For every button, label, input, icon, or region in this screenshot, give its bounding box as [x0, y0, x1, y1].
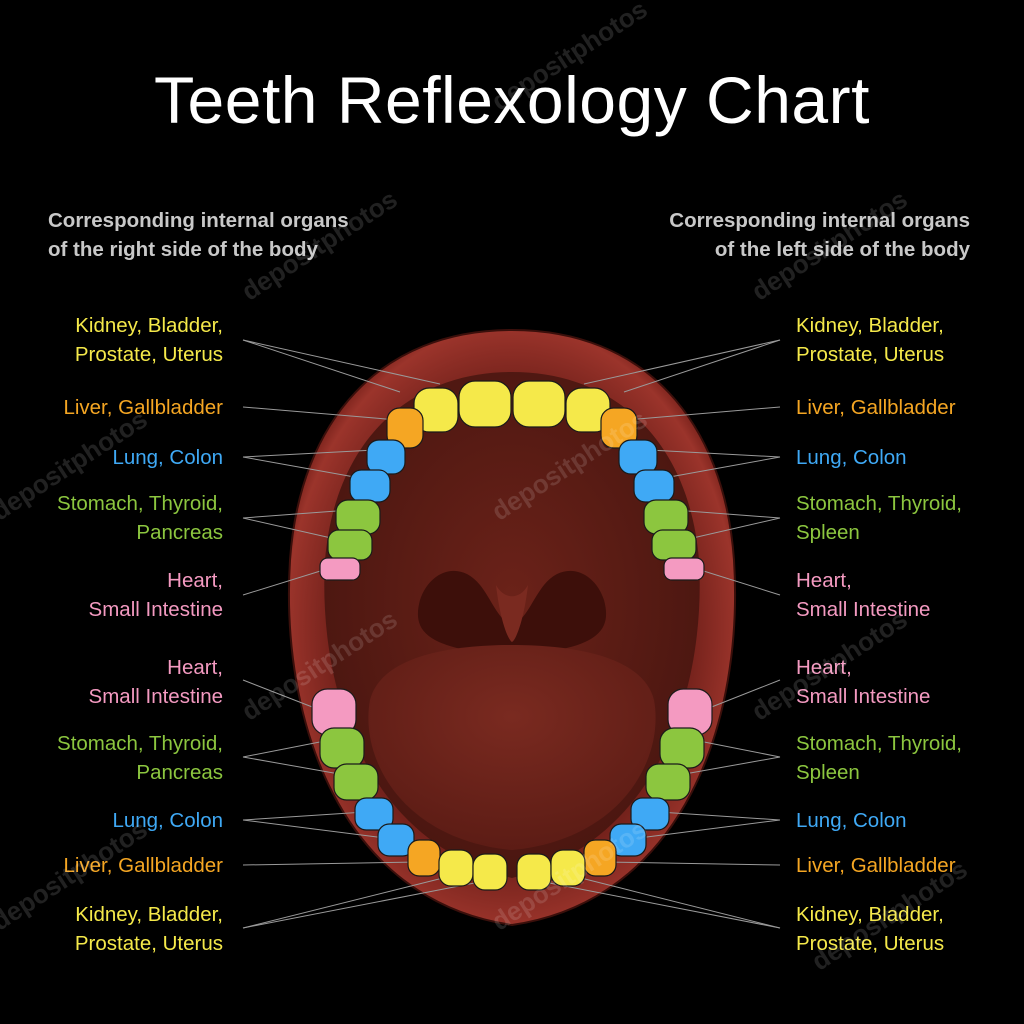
label-line: Stomach, Thyroid,	[796, 732, 962, 755]
label-liver-lower-left: Liver, Gallbladder	[796, 851, 956, 880]
tooth-upper-premolar-lung	[366, 439, 406, 475]
label-line: Stomach, Thyroid,	[796, 492, 962, 515]
label-line: Lung, Colon	[796, 446, 907, 469]
label-line: Heart,	[796, 569, 852, 592]
label-line: Heart,	[167, 569, 223, 592]
tongue	[368, 645, 656, 850]
label-heart-upper-left: Heart, Small Intestine	[796, 566, 930, 624]
tooth-lower-incisor-kidney	[516, 853, 552, 891]
label-line: Liver, Gallbladder	[796, 396, 956, 419]
tooth-lower-incisor-kidney	[550, 849, 586, 887]
label-lung-lower-left: Lung, Colon	[796, 806, 907, 835]
label-liver-upper-left: Liver, Gallbladder	[796, 393, 956, 422]
tooth-lower-premolar-lung	[377, 823, 415, 857]
label-line: Prostate, Uterus	[796, 343, 945, 366]
label-stomach-lower-right: Stomach, Thyroid, Pancreas	[57, 729, 223, 787]
label-line: Small Intestine	[88, 598, 223, 621]
label-kidney-upper-right: Kidney, Bladder, Prostate, Uterus	[75, 311, 223, 369]
right-side-heading: Corresponding internal organs of the rig…	[48, 206, 388, 264]
tooth-lower-canine-liver	[583, 839, 617, 877]
tooth-upper-wisdom-heart	[319, 557, 361, 581]
tooth-lower-molar-stomach	[319, 727, 365, 769]
uvula	[496, 585, 528, 642]
label-heart-lower-right: Heart, Small Intestine	[89, 653, 223, 711]
label-liver-lower-right: Liver, Gallbladder	[63, 851, 223, 880]
tooth-lower-incisor-kidney	[472, 853, 508, 891]
label-lung-lower-right: Lung, Colon	[112, 806, 223, 835]
label-line: Pancreas	[136, 761, 223, 784]
label-line: Kidney, Bladder,	[796, 903, 944, 926]
label-line: Lung, Colon	[112, 446, 223, 469]
label-kidney-lower-right: Kidney, Bladder, Prostate, Uterus	[75, 900, 223, 958]
label-line: Liver, Gallbladder	[796, 854, 956, 877]
left-side-heading: Corresponding internal organs of the lef…	[630, 206, 970, 264]
label-line: Liver, Gallbladder	[63, 854, 223, 877]
label-line: Kidney, Bladder,	[796, 314, 944, 337]
label-lung-upper-right: Lung, Colon	[112, 443, 223, 472]
tooth-upper-molar-stomach	[643, 499, 689, 535]
tooth-lower-molar-stomach	[659, 727, 705, 769]
label-line: Lung, Colon	[112, 809, 223, 832]
tooth-lower-molar-stomach	[333, 763, 379, 801]
tooth-lower-incisor-kidney	[438, 849, 474, 887]
tooth-lower-premolar-lung	[609, 823, 647, 857]
label-line: Prostate, Uterus	[796, 932, 945, 955]
heading-line: of the right side of the body	[48, 238, 318, 261]
teeth	[311, 380, 713, 891]
label-liver-upper-right: Liver, Gallbladder	[63, 393, 223, 422]
label-lung-upper-left: Lung, Colon	[796, 443, 907, 472]
chart-title: Teeth Reflexology Chart	[154, 63, 870, 137]
label-heart-upper-right: Heart, Small Intestine	[89, 566, 223, 624]
label-kidney-lower-left: Kidney, Bladder, Prostate, Uterus	[796, 900, 944, 958]
label-line: Pancreas	[136, 521, 223, 544]
label-line: Liver, Gallbladder	[63, 396, 223, 419]
tooth-upper-premolar-lung	[349, 469, 391, 503]
tooth-upper-incisor-kidney	[458, 380, 512, 428]
tooth-lower-premolar-lung	[630, 797, 670, 831]
tooth-upper-molar-stomach	[335, 499, 381, 535]
heading-line: of the left side of the body	[714, 238, 970, 261]
label-line: Kidney, Bladder,	[75, 314, 223, 337]
label-line: Heart,	[796, 656, 852, 679]
label-line: Spleen	[796, 521, 860, 544]
tooth-lower-molar-stomach	[645, 763, 691, 801]
tooth-upper-incisor-kidney	[512, 380, 566, 428]
label-line: Stomach, Thyroid,	[57, 732, 223, 755]
label-line: Lung, Colon	[796, 809, 907, 832]
label-line: Spleen	[796, 761, 860, 784]
label-line: Heart,	[167, 656, 223, 679]
label-line: Prostate, Uterus	[74, 932, 223, 955]
leader-lines	[242, 339, 781, 929]
heading-line: Corresponding internal organs	[669, 209, 970, 232]
label-line: Kidney, Bladder,	[75, 903, 223, 926]
label-kidney-upper-left: Kidney, Bladder, Prostate, Uterus	[796, 311, 944, 369]
label-stomach-upper-right: Stomach, Thyroid, Pancreas	[57, 489, 223, 547]
label-line: Small Intestine	[88, 685, 223, 708]
label-heart-lower-left: Heart, Small Intestine	[796, 653, 930, 711]
label-line: Small Intestine	[796, 685, 931, 708]
heading-line: Corresponding internal organs	[48, 209, 349, 232]
tooth-upper-molar-stomach	[327, 529, 373, 561]
label-line: Prostate, Uterus	[74, 343, 223, 366]
tooth-lower-canine-liver	[407, 839, 441, 877]
tooth-upper-molar-stomach	[651, 529, 697, 561]
tooth-upper-premolar-lung	[618, 439, 658, 475]
tooth-lower-premolar-lung	[354, 797, 394, 831]
label-line: Small Intestine	[796, 598, 931, 621]
tooth-upper-premolar-lung	[633, 469, 675, 503]
throat	[417, 570, 607, 655]
label-stomach-upper-left: Stomach, Thyroid, Spleen	[796, 489, 962, 547]
tooth-upper-wisdom-heart	[663, 557, 705, 581]
label-stomach-lower-left: Stomach, Thyroid, Spleen	[796, 729, 962, 787]
label-line: Stomach, Thyroid,	[57, 492, 223, 515]
